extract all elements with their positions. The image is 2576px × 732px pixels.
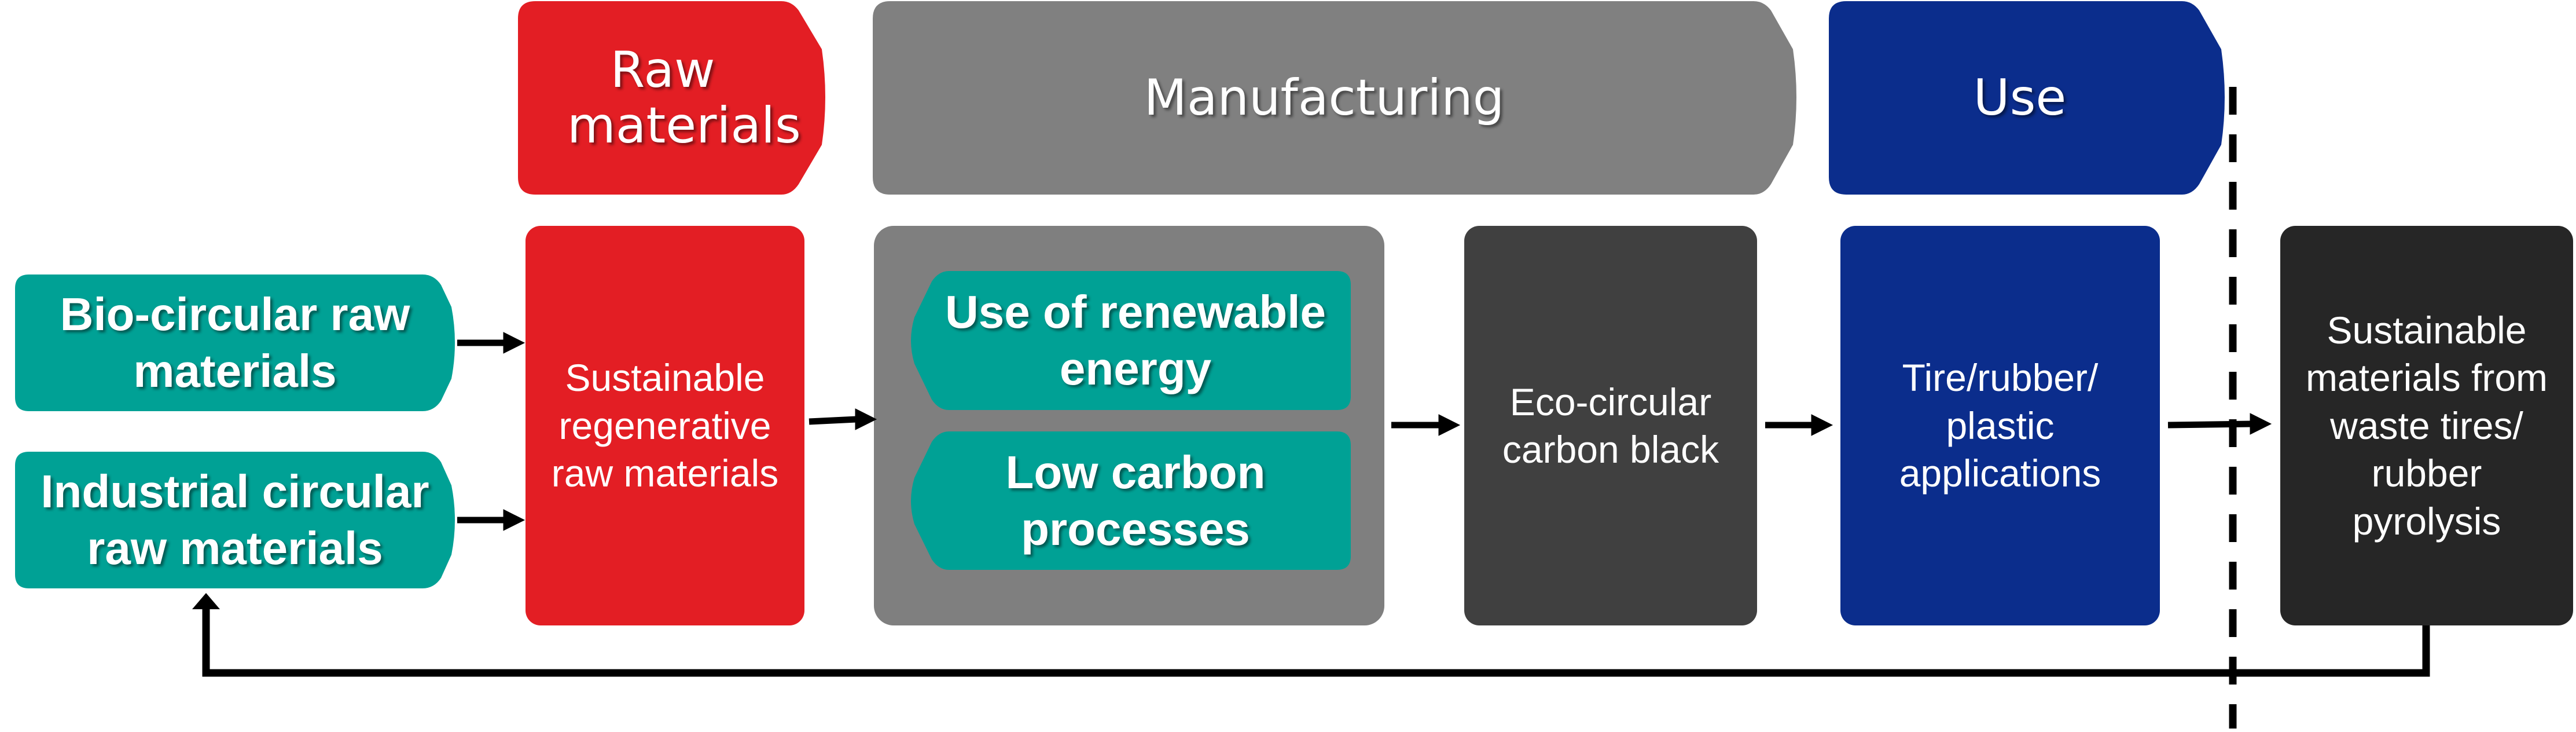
renewable-energy-item: Use of renewable energy <box>920 271 1351 410</box>
stage-raw-materials: Raw materials <box>518 1 807 195</box>
renewable-energy-label: Use of renewable energy <box>945 286 1326 394</box>
sustainable-raw-label: Sustainable regenerative raw materials <box>551 356 779 495</box>
input-shape-bio-circular <box>15 274 455 411</box>
inner-shape-low-carbon <box>911 431 1351 570</box>
pyrolysis-box: Sustainable materials from waste tires/ … <box>2280 226 2573 625</box>
carbon-black-box: Eco-circular carbon black <box>1464 226 1757 625</box>
connector-arrows <box>457 332 2272 531</box>
carbon-black-label: Eco-circular carbon black <box>1502 380 1719 471</box>
stage-raw-materials-label: Raw materials <box>567 41 801 155</box>
sustainable-raw-box: Sustainable regenerative raw materials <box>526 226 804 625</box>
stage-use-label: Use <box>1973 68 2067 127</box>
feedback-loop <box>192 593 2430 677</box>
inner-shape-renewable-energy <box>911 271 1351 410</box>
low-carbon-label: Low carbon processes <box>1005 446 1266 555</box>
applications-label: Tire/rubber/ plastic applications <box>1899 356 2101 495</box>
arrow-head-to-pyrolysis <box>2250 413 2272 435</box>
arrow-head-to-applications <box>1811 414 1833 436</box>
arrow-head-to-carbon-black <box>1438 414 1461 436</box>
input-bio-circular: Bio-circular raw materials <box>15 274 455 411</box>
stage-arrow-use <box>1829 1 2225 195</box>
arrow-applications-to-pyrolysis <box>2167 420 2252 429</box>
input-industrial-circular: Industrial circular raw materials <box>15 452 455 588</box>
input-bio-circular-label: Bio-circular raw materials <box>60 288 410 397</box>
arrow-head-industrial <box>503 509 526 531</box>
arrow-head-bio <box>503 332 526 354</box>
arrow-head-to-manufacturing <box>855 408 877 430</box>
stage-arrow-raw-materials <box>518 1 825 195</box>
stage-arrow-manufacturing <box>873 1 1796 195</box>
input-industrial-circular-label: Industrial circular raw materials <box>41 466 429 574</box>
stage-manufacturing-label: Manufacturing <box>1144 68 1505 127</box>
arrow-sustainable-to-manufacturing <box>809 416 857 425</box>
stage-use: Use <box>1829 1 2211 195</box>
feedback-loop-arrowhead <box>192 593 220 609</box>
input-shape-industrial-circular <box>15 452 455 588</box>
pyrolysis-label: Sustainable materials from waste tires/ … <box>2305 308 2548 543</box>
stage-manufacturing: Manufacturing <box>873 1 1776 195</box>
feedback-loop-line <box>202 607 2430 677</box>
applications-box: Tire/rubber/ plastic applications <box>1840 226 2160 625</box>
low-carbon-item: Low carbon processes <box>920 431 1351 570</box>
